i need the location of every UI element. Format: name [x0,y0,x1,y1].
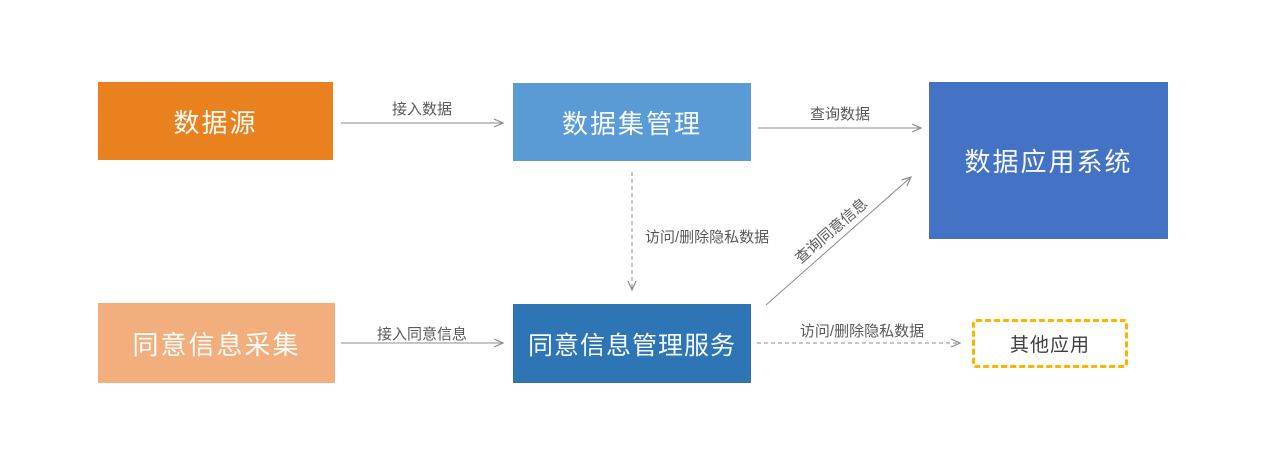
node-dataset-mgmt-label: 数据集管理 [561,108,702,139]
node-data-source: 数据源 [98,82,333,160]
arrow-query-consent-info [765,177,911,306]
edge-label-access-delete-private-mid: 访问/删除隐私数据 [645,229,770,246]
edge-label-access-data: 接入数据 [391,101,452,118]
node-consent-mgmt-service-label: 同意信息管理服务 [527,331,736,360]
node-data-source-label: 数据源 [173,107,258,138]
node-other-apps: 其他应用 [972,319,1128,368]
edge-label-access-consent-info: 接入同意信息 [376,326,467,343]
node-consent-collection-label: 同意信息采集 [132,329,301,360]
node-data-app-system-label: 数据应用系统 [964,147,1133,177]
node-other-apps-label: 其他应用 [1009,335,1090,356]
node-data-app-system: 数据应用系统 [929,82,1168,239]
node-consent-collection: 同意信息采集 [98,303,335,383]
edge-label-query-data: 查询数据 [809,106,870,123]
node-dataset-mgmt: 数据集管理 [513,83,751,161]
edge-label-access-delete-private-bot: 访问/删除隐私数据 [799,323,925,340]
node-consent-mgmt-service: 同意信息管理服务 [513,304,751,383]
